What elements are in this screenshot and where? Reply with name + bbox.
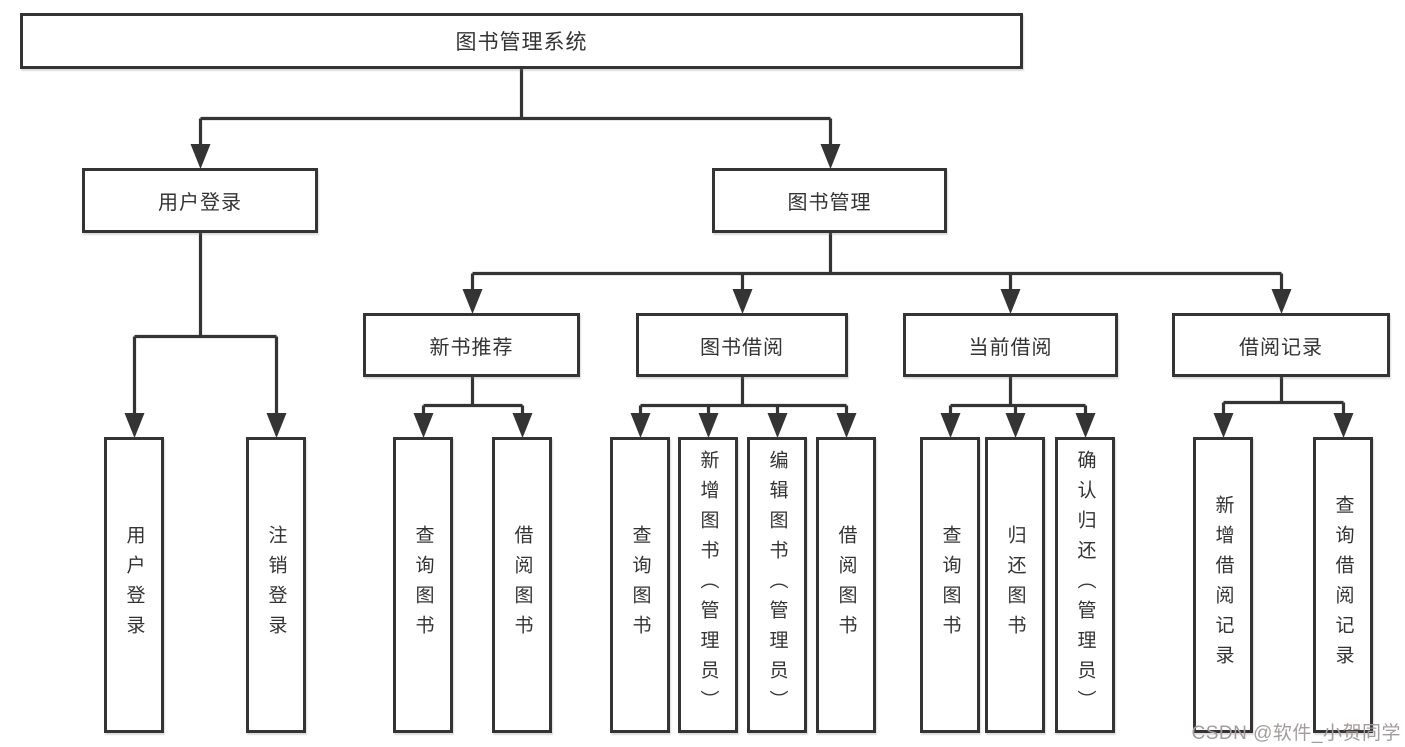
node-label: 借阅图书 (835, 525, 857, 645)
arrow-down-icon (820, 144, 841, 169)
connector-userlogin-to-leaves (132, 233, 279, 416)
connector-borrowrecord-to-leaves (1221, 377, 1346, 416)
connector-newbook-to-leaves (421, 377, 525, 416)
arrow-down-icon (767, 413, 788, 438)
node-label: 新书推荐 (429, 336, 514, 359)
node-label: 图书管理系统 (455, 31, 588, 54)
arrow-down-icon (190, 144, 211, 169)
leaf-add-books-admin: 新增图书（管理员） (678, 437, 738, 733)
leaf-query-borrow-record: 查询借阅记录 (1313, 437, 1373, 733)
node-book-borrow: 图书借阅 (636, 313, 848, 377)
leaf-borrow-books-recommend: 借阅图书 (492, 437, 552, 733)
arrow-down-icon (1000, 289, 1021, 314)
node-label: 新增借阅记录 (1212, 495, 1234, 675)
arrowheads (124, 144, 1354, 438)
node-label: 图书借阅 (700, 336, 784, 359)
arrow-down-icon (630, 413, 651, 438)
arrow-down-icon (1333, 413, 1354, 438)
arrow-down-icon (266, 413, 287, 438)
node-label: 当前借阅 (968, 336, 1053, 359)
node-label: 注销登录 (265, 525, 287, 645)
node-new-book-recommend: 新书推荐 (363, 313, 580, 377)
arrow-down-icon (413, 413, 434, 438)
leaf-add-borrow-record: 新增借阅记录 (1193, 437, 1253, 733)
node-book-management: 图书管理 (712, 168, 947, 233)
node-root-system: 图书管理系统 (20, 13, 1023, 69)
arrow-down-icon (1075, 413, 1096, 438)
arrow-down-icon (940, 413, 961, 438)
node-label: 用户登录 (158, 192, 242, 214)
node-label: 图书管理 (787, 192, 872, 214)
leaf-user-login: 用户登录 (104, 437, 164, 733)
leaf-query-books-borrow: 查询图书 (610, 437, 670, 733)
arrow-down-icon (1271, 289, 1292, 314)
arrow-down-icon (124, 413, 145, 438)
node-label: 用户登录 (123, 525, 145, 645)
node-label: 归还图书 (1004, 525, 1026, 645)
leaf-confirm-return-admin: 确认归还（管理员） (1055, 437, 1115, 733)
leaf-query-books-current: 查询图书 (920, 437, 980, 733)
leaf-edit-books-admin: 编辑图书（管理员） (747, 437, 807, 733)
leaf-borrow-books: 借阅图书 (816, 437, 876, 733)
arrow-down-icon (1005, 413, 1026, 438)
node-label: 编辑图书（管理员） (766, 450, 788, 720)
arrow-down-icon (836, 413, 857, 438)
node-label: 查询借阅记录 (1332, 495, 1354, 675)
arrow-down-icon (1213, 413, 1234, 438)
watermark-text: CSDN @软件_小贺同学 (1191, 723, 1401, 744)
connector-root-to-level2 (198, 69, 833, 147)
connector-bookborrow-to-leaves (638, 377, 849, 416)
node-label: 查询图书 (629, 525, 651, 645)
node-label: 借阅记录 (1239, 336, 1323, 359)
arrow-down-icon (462, 289, 483, 314)
node-label: 查询图书 (939, 525, 961, 645)
arrow-down-icon (512, 413, 533, 438)
connector-paths (132, 69, 1346, 416)
leaf-logout: 注销登录 (246, 437, 306, 733)
leaf-return-books: 归还图书 (985, 437, 1045, 733)
leaf-query-books-recommend: 查询图书 (393, 437, 453, 733)
node-label: 借阅图书 (511, 525, 533, 645)
arrow-down-icon (732, 289, 753, 314)
node-borrow-records: 借阅记录 (1172, 313, 1390, 377)
connector-bookmgmt-to-level3 (470, 233, 1284, 292)
node-label: 新增图书（管理员） (697, 450, 719, 720)
node-current-borrow: 当前借阅 (903, 313, 1118, 377)
node-user-login: 用户登录 (82, 168, 318, 233)
node-label: 确认归还（管理员） (1074, 450, 1096, 720)
connector-currentborrow-to-leaves (948, 377, 1088, 416)
node-label: 查询图书 (412, 525, 434, 645)
arrow-down-icon (698, 413, 719, 438)
